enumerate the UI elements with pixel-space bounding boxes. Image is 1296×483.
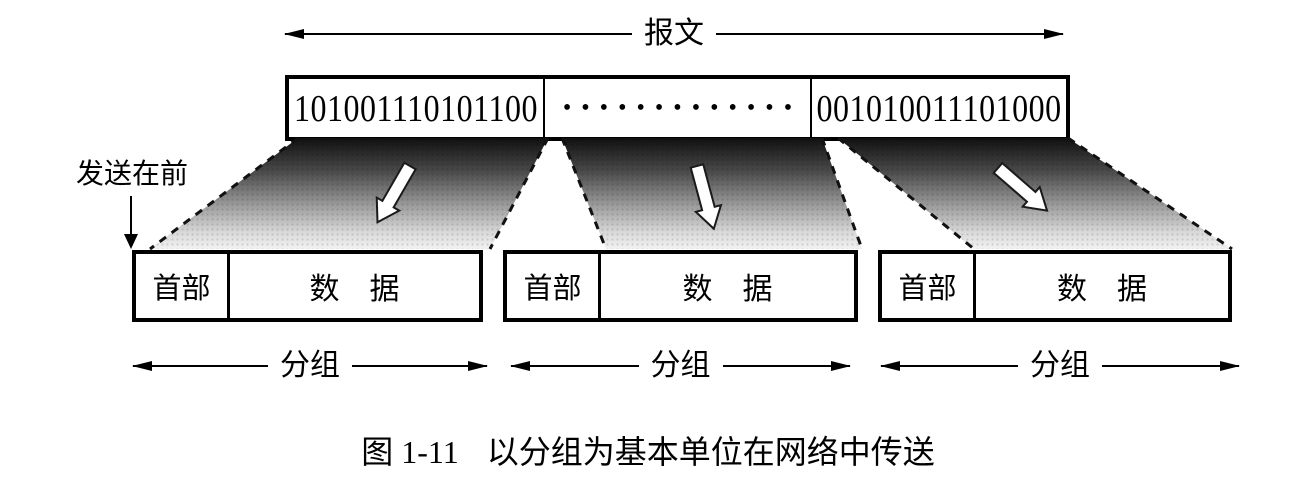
packet-3-header-cell: 首部 — [882, 254, 976, 318]
packet-3-group-label: 分组 — [1030, 349, 1090, 382]
packet-2-header-cell: 首部 — [507, 254, 601, 318]
right-arrowhead-icon — [1102, 361, 1240, 371]
left-arrowhead-icon — [132, 361, 268, 371]
packetization-funnels — [149, 137, 1233, 251]
left-arrowhead-icon — [510, 361, 639, 371]
figure-number: 图 1-11 — [361, 434, 459, 470]
bitstream-right: 001010011101000 — [816, 86, 1062, 129]
funnel-3 — [837, 137, 1233, 251]
message-extent-arrow: 报文 — [284, 17, 1064, 50]
figure-title: 以分组为基本单位在网络中传送 — [486, 434, 935, 470]
packet-box-3: 首部 数 据 — [878, 250, 1232, 322]
packet-1-header-cell: 首部 — [136, 254, 230, 318]
packet-3-data-cell: 数 据 — [1057, 273, 1147, 306]
right-arrowhead-icon — [716, 29, 1064, 39]
left-arrowhead-icon — [880, 361, 1018, 371]
packet-2-group-label: 分组 — [650, 349, 711, 382]
packet-2-extent-arrow: 分组 — [510, 349, 851, 382]
packet-box-1: 首部 数 据 — [132, 250, 483, 322]
packet-2-data-cell: 数 据 — [682, 273, 773, 306]
right-arrowhead-icon — [352, 361, 488, 371]
message-bitstream-box: 101001110101100 ••••••••••••• 0010100111… — [285, 75, 1070, 141]
packet-box-2: 首部 数 据 — [503, 250, 858, 322]
bitstream-left: 101001110101100 — [294, 86, 538, 129]
left-arrowhead-icon — [284, 29, 632, 39]
figure-caption: 图 1-11 以分组为基本单位在网络中传送 — [0, 427, 1296, 473]
message-label: 报文 — [644, 17, 704, 50]
send-first-arrow — [130, 196, 132, 234]
send-first-label: 发送在前 — [76, 159, 189, 190]
packet-1-extent-arrow: 分组 — [132, 349, 488, 382]
funnel-2 — [560, 137, 864, 250]
right-arrowhead-icon — [722, 361, 851, 371]
packet-3-extent-arrow: 分组 — [880, 349, 1240, 382]
bitstream-ellipsis: ••••••••••••• — [543, 79, 812, 137]
send-first-arrowhead-icon — [124, 234, 138, 249]
funnel-1 — [149, 137, 550, 251]
packet-1-data-cell: 数 据 — [309, 273, 400, 306]
packet-1-group-label: 分组 — [280, 349, 340, 382]
